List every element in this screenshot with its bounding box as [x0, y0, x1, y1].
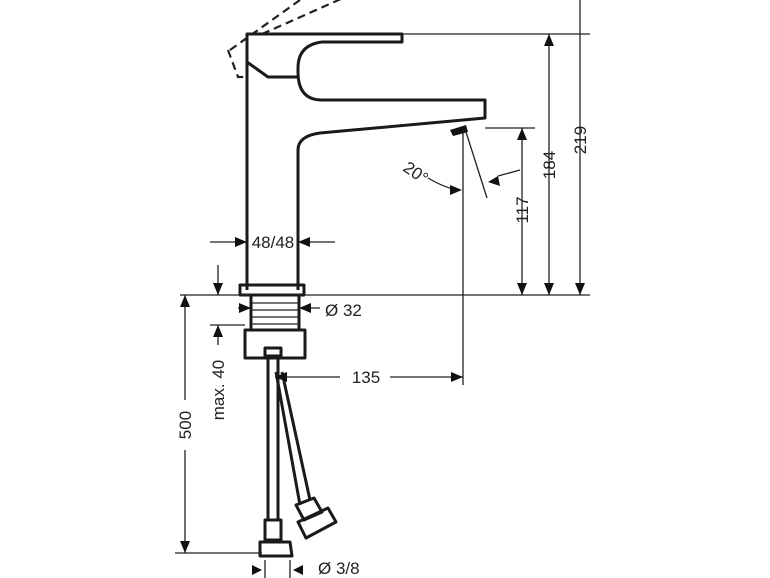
dim-hose-length: 500 — [176, 411, 195, 439]
dimension-lines — [175, 0, 590, 578]
dim-body-width: 48/48 — [252, 233, 295, 252]
dim-hole-diameter: Ø 32 — [325, 301, 362, 320]
dim-total-height: 219 — [571, 126, 590, 154]
dim-max-thickness: max. 40 — [209, 360, 228, 420]
dim-spout-height: 117 — [513, 196, 532, 223]
dim-projection: 135 — [352, 368, 380, 387]
dim-spout-angle: 20° — [400, 158, 432, 188]
dim-connection: Ø 3/8 — [318, 559, 360, 578]
hoses — [258, 358, 338, 558]
dim-handle-height: 184 — [540, 151, 559, 179]
faucet-outline — [226, 0, 487, 360]
